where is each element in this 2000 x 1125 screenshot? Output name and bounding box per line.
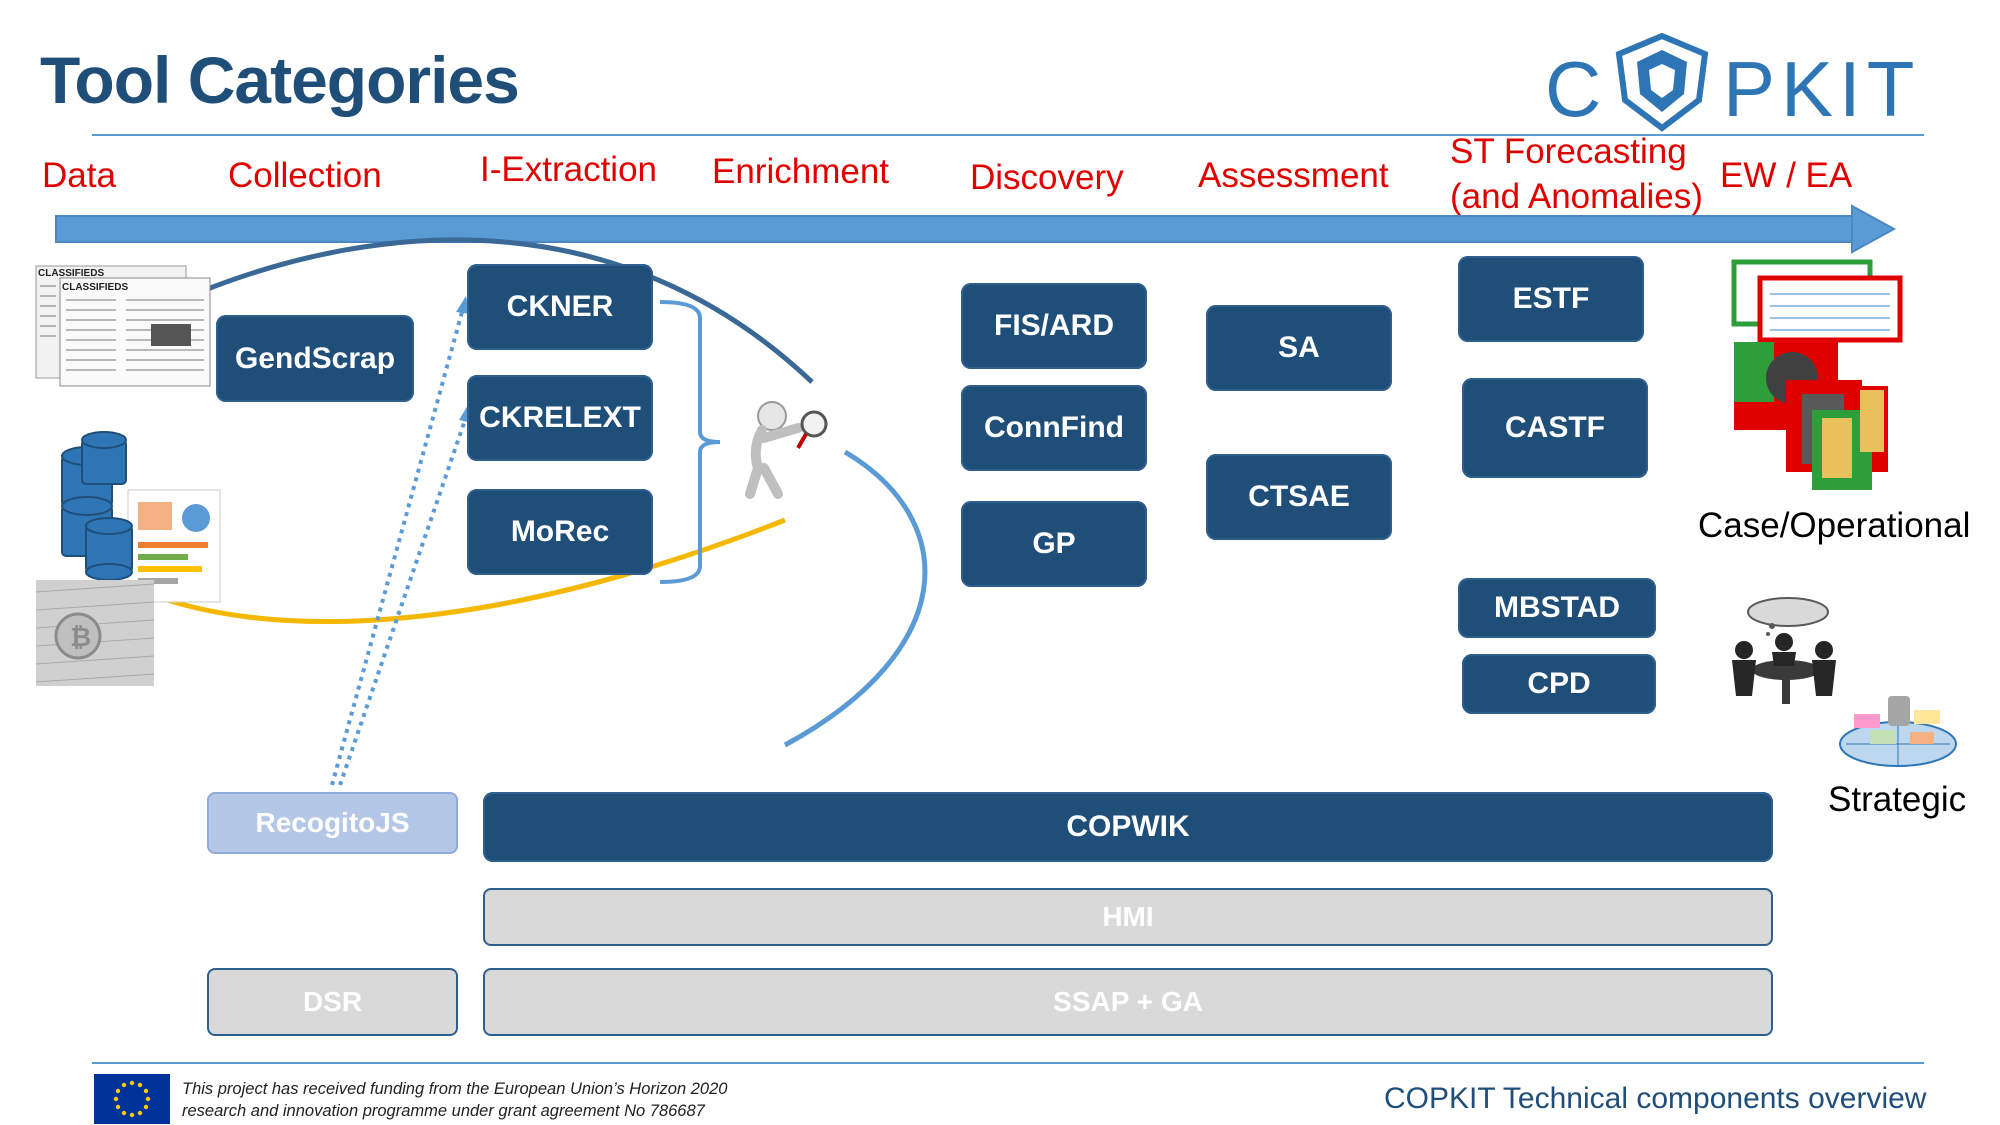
stage-i-extraction: I-Extraction [480, 150, 657, 189]
dsr-tool[interactable]: DSR [207, 968, 458, 1036]
detective-magnifier-icon [745, 401, 828, 499]
classifieds-text-1: CLASSIFIEDS [38, 268, 104, 279]
extraction-brace [659, 300, 721, 584]
stage-enrichment: Enrichment [712, 152, 890, 191]
page-title: Tool Categories [40, 43, 520, 117]
logo-text-left: C [1545, 45, 1608, 133]
footer-caption: COPKIT Technical components overview [1384, 1082, 1927, 1115]
copkit-logo: C PKIT [1545, 32, 1935, 133]
funding-line-1: This project has received funding from t… [182, 1080, 728, 1098]
strategic-network-image [1839, 696, 1957, 767]
logo-text-right: PKIT [1723, 45, 1921, 133]
footer-divider [92, 1062, 1924, 1064]
stage-st-forecasting: ST Forecasting [1450, 132, 1687, 171]
collection-curve [199, 237, 814, 384]
svg-text:₿: ₿ [70, 622, 91, 652]
copwik-platform[interactable]: COPWIK [483, 792, 1773, 862]
bitcoin-image: ₿ [35, 580, 155, 686]
morec-tool[interactable]: MoRec [467, 489, 653, 575]
cpd-tool[interactable]: CPD [1462, 654, 1656, 714]
classifieds-newspaper-image: CLASSIFIEDS CLASSIFIEDS [35, 265, 211, 387]
ckner-tool[interactable]: CKNER [467, 264, 653, 350]
stage-ew-ea: EW / EA [1720, 156, 1853, 195]
classifieds-text-2: CLASSIFIEDS [62, 282, 128, 293]
stage-discovery: Discovery [970, 158, 1124, 197]
strategic-label: Strategic [1828, 780, 1967, 819]
stage-data: Data [42, 156, 116, 195]
stage-and-anomalies: (and Anomalies) [1450, 177, 1703, 216]
sa-tool[interactable]: SA [1206, 305, 1392, 391]
header-divider [92, 134, 1924, 136]
recogitojs-tool[interactable]: RecogitoJS [207, 792, 458, 854]
recogito-dotted-link-2 [338, 419, 467, 786]
data-yellow-curve [139, 517, 786, 624]
strategic-meeting-image [1732, 597, 1836, 704]
case-operational-image [1731, 259, 1903, 490]
ssap-ga-platform[interactable]: SSAP + GA [483, 968, 1773, 1036]
eu-flag-icon [94, 1074, 170, 1124]
ckrelext-tool[interactable]: CKRELEXT [467, 375, 653, 461]
funding-statement: This project has received funding from t… [182, 1078, 727, 1123]
fisard-tool[interactable]: FIS/ARD [961, 283, 1147, 369]
stage-collection: Collection [228, 156, 382, 195]
mbstad-tool[interactable]: MBSTAD [1458, 578, 1656, 638]
recogito-dotted-link-1 [330, 311, 464, 786]
logo-shield-icon [1615, 32, 1709, 132]
ctsae-tool[interactable]: CTSAE [1206, 454, 1392, 540]
hmi-platform[interactable]: HMI [483, 888, 1773, 946]
estf-tool[interactable]: ESTF [1458, 256, 1644, 342]
gp-tool[interactable]: GP [961, 501, 1147, 587]
funding-line-2: research and innovation programme under … [182, 1102, 705, 1121]
stage-assessment: Assessment [1198, 156, 1389, 195]
enrichment-curve [783, 449, 928, 748]
case-operational-label: Case/Operational [1698, 506, 1971, 545]
castf-tool[interactable]: CASTF [1462, 378, 1648, 478]
gendscrap-tool[interactable]: GendScrap [216, 315, 414, 402]
connfind-tool[interactable]: ConnFind [961, 385, 1147, 471]
